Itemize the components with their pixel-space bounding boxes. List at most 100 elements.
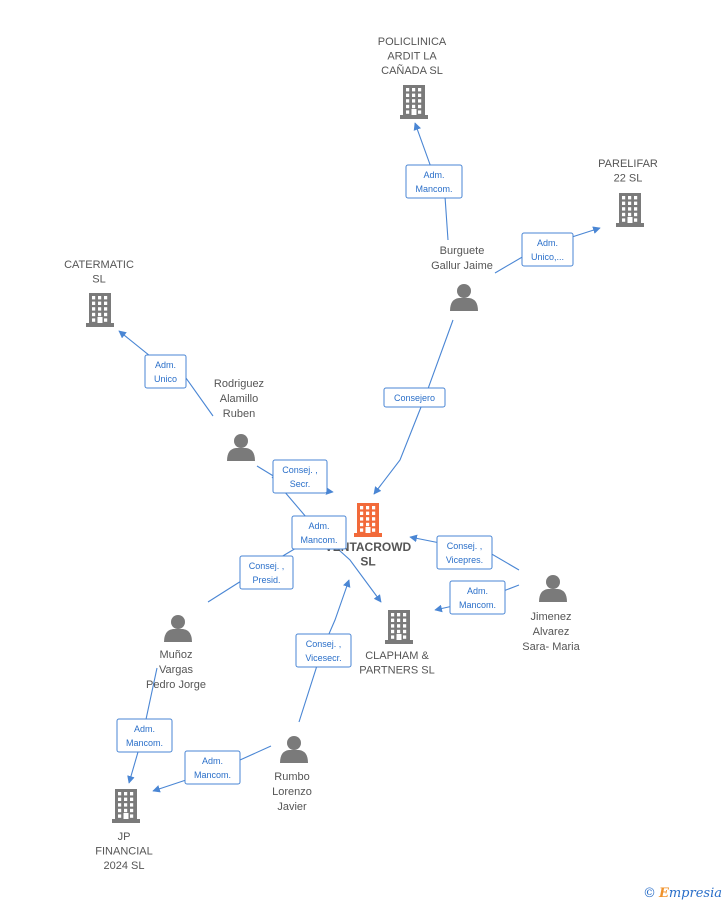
- edge-label-box: [295, 633, 352, 668]
- node-label: Lorenzo: [272, 786, 312, 798]
- edge-label-box: [184, 750, 241, 785]
- node-label: JP: [118, 831, 131, 843]
- edge-label-text: Mancom.: [300, 535, 337, 545]
- edge-label-text: Consej. ,: [306, 639, 342, 649]
- edge-label[interactable]: Adm. Unico,...: [521, 232, 574, 267]
- person-icon: [450, 284, 478, 311]
- node-label: Vargas: [159, 664, 194, 676]
- node-label: SL: [360, 555, 375, 569]
- building-icon: [385, 610, 413, 644]
- edge-label[interactable]: Adm. Mancom.: [116, 718, 173, 753]
- brand-initial: E: [658, 886, 669, 901]
- edge-label-box: [436, 535, 493, 570]
- edge-label-text: Secr.: [290, 479, 311, 489]
- edge-label-box: [272, 459, 328, 494]
- edge-label-text: Consej. ,: [282, 465, 318, 475]
- copyright-icon: ©: [642, 886, 656, 901]
- node-label: PARELIFAR: [598, 158, 658, 170]
- edge-label[interactable]: Adm. Mancom.: [184, 750, 241, 785]
- edge-line: [373, 319, 454, 495]
- node-label: Javier: [277, 801, 307, 813]
- person-icon: [280, 736, 308, 763]
- node-label: ARDIT LA: [387, 51, 437, 63]
- node-label: FINANCIAL: [95, 846, 152, 858]
- node-label: Alvarez: [533, 626, 570, 638]
- edge-label-text: Adm.: [537, 238, 558, 248]
- node-label: CAÑADA SL: [381, 64, 443, 77]
- edge-label-box: [116, 718, 173, 753]
- node-jpfinancial[interactable]: JP FINANCIAL 2024 SL: [95, 789, 153, 872]
- person-icon: [539, 575, 567, 602]
- node-label: 22 SL: [614, 173, 643, 185]
- node-label: Pedro Jorge: [146, 679, 206, 691]
- edge-label-text: Adm.: [202, 756, 223, 766]
- edge-label[interactable]: Adm. Mancom.: [291, 515, 347, 550]
- edge-label-box: [383, 387, 446, 408]
- building-icon: [400, 85, 428, 119]
- edge-label[interactable]: Consej. , Vicesecr.: [295, 633, 352, 668]
- edge-label[interactable]: Consej. , Secr.: [272, 459, 328, 494]
- edge-label-box: [405, 164, 463, 199]
- edge-label-text: Mancom.: [126, 738, 163, 748]
- edge-label-text: Consej. ,: [447, 541, 483, 551]
- building-icon: [354, 503, 382, 537]
- node-label: Gallur Jaime: [431, 260, 493, 272]
- edge-label-text: Mancom.: [415, 184, 452, 194]
- node-label: Alamillo: [220, 393, 259, 405]
- edge-burguete-to-ventacrowd: [373, 319, 454, 495]
- node-label: CATERMATIC: [64, 259, 134, 271]
- edge-label[interactable]: Consej. , Presid.: [239, 555, 294, 590]
- node-catermatic[interactable]: CATERMATIC SL: [64, 259, 134, 327]
- edge-label[interactable]: Adm.Mancom.: [449, 580, 506, 615]
- node-parelifar[interactable]: PARELIFAR 22 SL: [598, 158, 658, 227]
- edge-label-text: Unico,...: [531, 252, 564, 262]
- node-label: Burguete: [440, 245, 485, 257]
- edge-label-text: Mancom.: [459, 600, 496, 610]
- edge-label-text: Adm.: [134, 724, 155, 734]
- edge-label-text: Vicesecr.: [305, 653, 341, 663]
- node-label: SL: [92, 274, 105, 286]
- brand-watermark: ©Empresia: [643, 886, 722, 901]
- edge-label-text: Adm.: [155, 360, 176, 370]
- edge-label-box: [144, 354, 187, 389]
- edge-label-text: Mancom.: [194, 770, 231, 780]
- node-clapham[interactable]: CLAPHAM &PARTNERS SL: [359, 610, 435, 677]
- person-icon: [164, 615, 192, 642]
- edge-label-text: Consejero: [394, 393, 435, 403]
- edge-label-text: Presid.: [252, 575, 280, 585]
- edge-label-text: Adm.: [308, 521, 329, 531]
- edge-label-box: [449, 580, 506, 615]
- edge-label-text: Vicepres.: [446, 555, 483, 565]
- edge-label[interactable]: Consejero: [383, 387, 446, 408]
- edge-label-text: Unico: [154, 374, 177, 384]
- node-label: Ruben: [223, 408, 255, 420]
- edge-label-text: Adm.: [423, 170, 444, 180]
- edge-label-text: Consej. ,: [249, 561, 285, 571]
- person-icon: [227, 434, 255, 461]
- node-label: Jimenez: [531, 611, 572, 623]
- building-icon: [112, 789, 140, 823]
- node-label: POLICLINICA: [378, 36, 447, 48]
- node-label: Sara- Maria: [522, 641, 580, 653]
- edge-label[interactable]: Adm. Mancom.: [405, 164, 463, 199]
- node-label: Rumbo: [274, 771, 309, 783]
- node-label: Muñoz: [159, 649, 192, 661]
- brand-name: mpresia: [668, 886, 722, 901]
- edge-label[interactable]: Consej. , Vicepres.: [436, 535, 493, 570]
- node-label: CLAPHAM &: [365, 650, 429, 662]
- edge-label-box: [521, 232, 574, 267]
- edge-label-box: [291, 515, 347, 550]
- edge-label[interactable]: Adm. Unico: [144, 354, 187, 389]
- node-label: 2024 SL: [104, 860, 145, 872]
- building-icon: [616, 193, 644, 227]
- edge-label-box: [239, 555, 294, 590]
- building-icon: [86, 293, 114, 327]
